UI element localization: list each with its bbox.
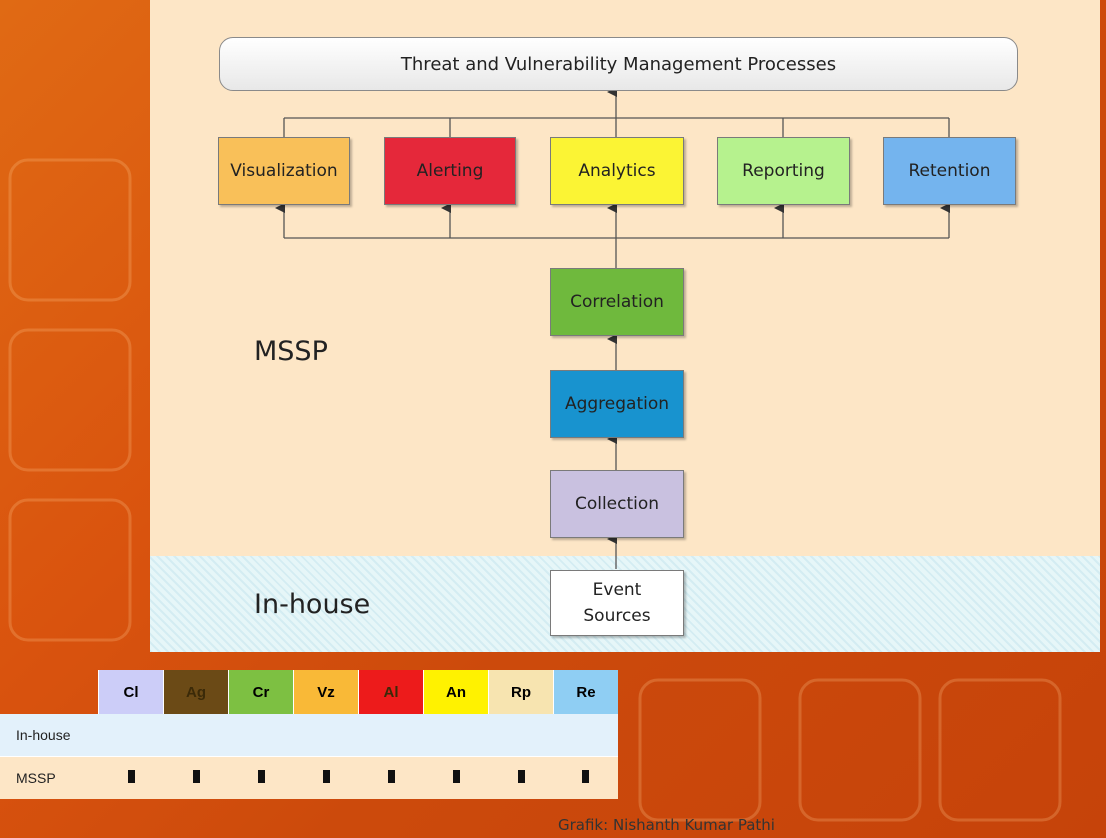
analytics-box: Analytics — [550, 137, 684, 205]
check-mark — [257, 769, 265, 783]
inhouse-zone-label: In-house — [254, 589, 371, 620]
mssp-zone-label: MSSP — [254, 336, 328, 367]
matrix-cell — [358, 714, 424, 757]
matrix-cell — [98, 714, 164, 757]
matrix-cell — [228, 714, 294, 757]
collection-box: Collection — [550, 470, 684, 538]
header-process-box: Threat and Vulnerability Management Proc… — [219, 37, 1018, 91]
matrix-cell — [98, 756, 164, 799]
check-mark — [127, 769, 135, 783]
matrix-cell — [553, 714, 618, 757]
matrix-row-label: In-house — [0, 714, 99, 757]
matrix-cell — [228, 756, 294, 799]
reporting-box: Reporting — [717, 137, 850, 205]
matrix-col-header: Al — [358, 670, 424, 714]
matrix-row-label: MSSP — [0, 756, 99, 799]
event-sources-line1: Event — [592, 580, 642, 600]
check-mark — [452, 769, 460, 783]
matrix-col-header: Re — [553, 670, 618, 714]
matrix-col-header: Ag — [163, 670, 229, 714]
event-sources-line2: Sources — [583, 606, 651, 626]
matrix-col-header: An — [423, 670, 489, 714]
matrix-cell — [488, 756, 554, 799]
matrix-cell — [358, 756, 424, 799]
matrix-row: In-house — [0, 714, 618, 757]
matrix-row: MSSP — [0, 756, 618, 799]
matrix-cell — [553, 756, 618, 799]
matrix-col-header: Vz — [293, 670, 359, 714]
check-mark — [192, 769, 200, 783]
matrix-cell — [293, 714, 359, 757]
matrix-cell — [163, 756, 229, 799]
aggregation-box: Aggregation — [550, 370, 684, 438]
matrix-col-header: Cr — [228, 670, 294, 714]
retention-box: Retention — [883, 137, 1016, 205]
alerting-box: Alerting — [384, 137, 516, 205]
image-credit: Grafik: Nishanth Kumar Pathi — [558, 816, 775, 834]
matrix-col-header: Cl — [98, 670, 164, 714]
matrix-cell — [163, 714, 229, 757]
event-sources-box: Event Sources — [550, 570, 684, 636]
matrix-cell — [293, 756, 359, 799]
matrix-col-header: Rp — [488, 670, 554, 714]
check-mark — [582, 769, 590, 783]
matrix-corner — [0, 670, 99, 714]
matrix-cell — [423, 714, 489, 757]
correlation-box: Correlation — [550, 268, 684, 336]
check-mark — [517, 769, 525, 783]
matrix-header-row: Cl Ag Cr Vz Al An Rp Re — [0, 670, 618, 714]
check-mark — [387, 769, 395, 783]
check-mark — [322, 769, 330, 783]
matrix-cell — [423, 756, 489, 799]
visualization-box: Visualization — [218, 137, 350, 205]
matrix-cell — [488, 714, 554, 757]
